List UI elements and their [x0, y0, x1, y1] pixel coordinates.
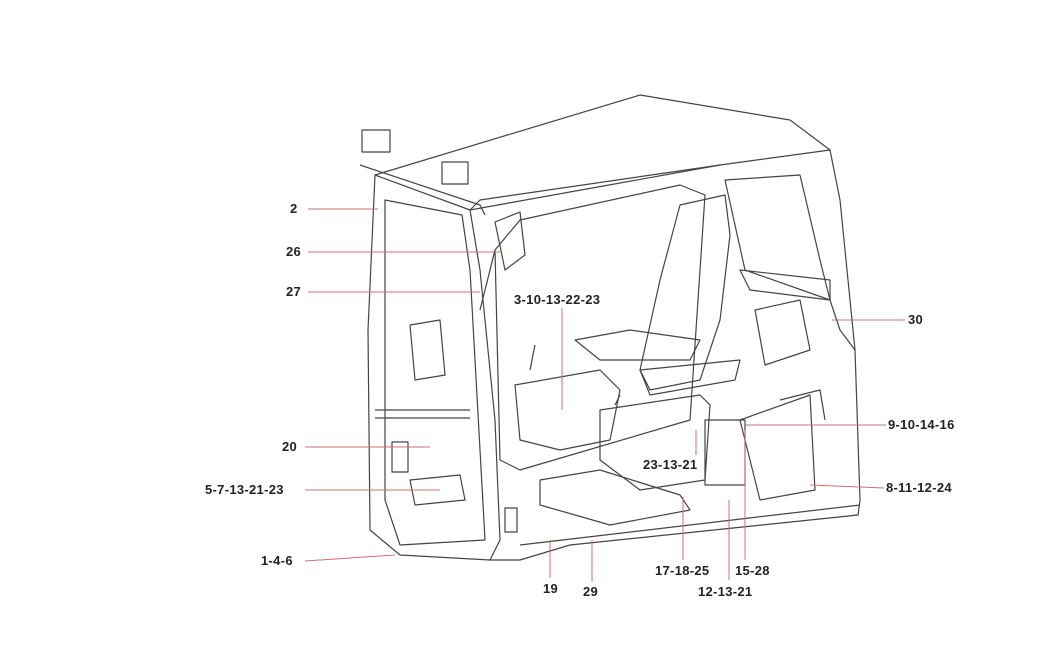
operator-seat	[639, 194, 731, 391]
callout-8-11-12-24: 8-11-12-24	[886, 480, 952, 495]
callout-27: 27	[286, 284, 302, 299]
callout-23-13-21: 23-13-21	[643, 457, 698, 472]
callout-26: 26	[286, 244, 302, 259]
callout-3-10-13-22-23: 3-10-13-22-23	[514, 292, 601, 307]
work-light	[361, 129, 391, 153]
heater-vent	[704, 419, 746, 486]
callout-30: 30	[908, 312, 924, 327]
callout-9-10-14-16: 9-10-14-16	[888, 417, 955, 432]
callout-2: 2	[290, 201, 298, 216]
leader-lines	[304, 208, 905, 582]
callout-5-7-13-21-23: 5-7-13-21-23	[205, 482, 284, 497]
callout-17-18-25: 17-18-25	[655, 563, 710, 578]
callout-19: 19	[543, 581, 559, 596]
cab-frame	[367, 174, 501, 561]
callout-15-28: 15-28	[735, 563, 770, 578]
callout-20: 20	[282, 439, 298, 454]
left-console	[514, 369, 621, 451]
work-light	[441, 161, 469, 185]
callout-12-13-21: 12-13-21	[698, 584, 753, 599]
callout-1-4-6: 1-4-6	[261, 553, 293, 568]
callout-29: 29	[583, 584, 599, 599]
mirror	[494, 211, 526, 271]
floor-mat	[539, 469, 691, 526]
